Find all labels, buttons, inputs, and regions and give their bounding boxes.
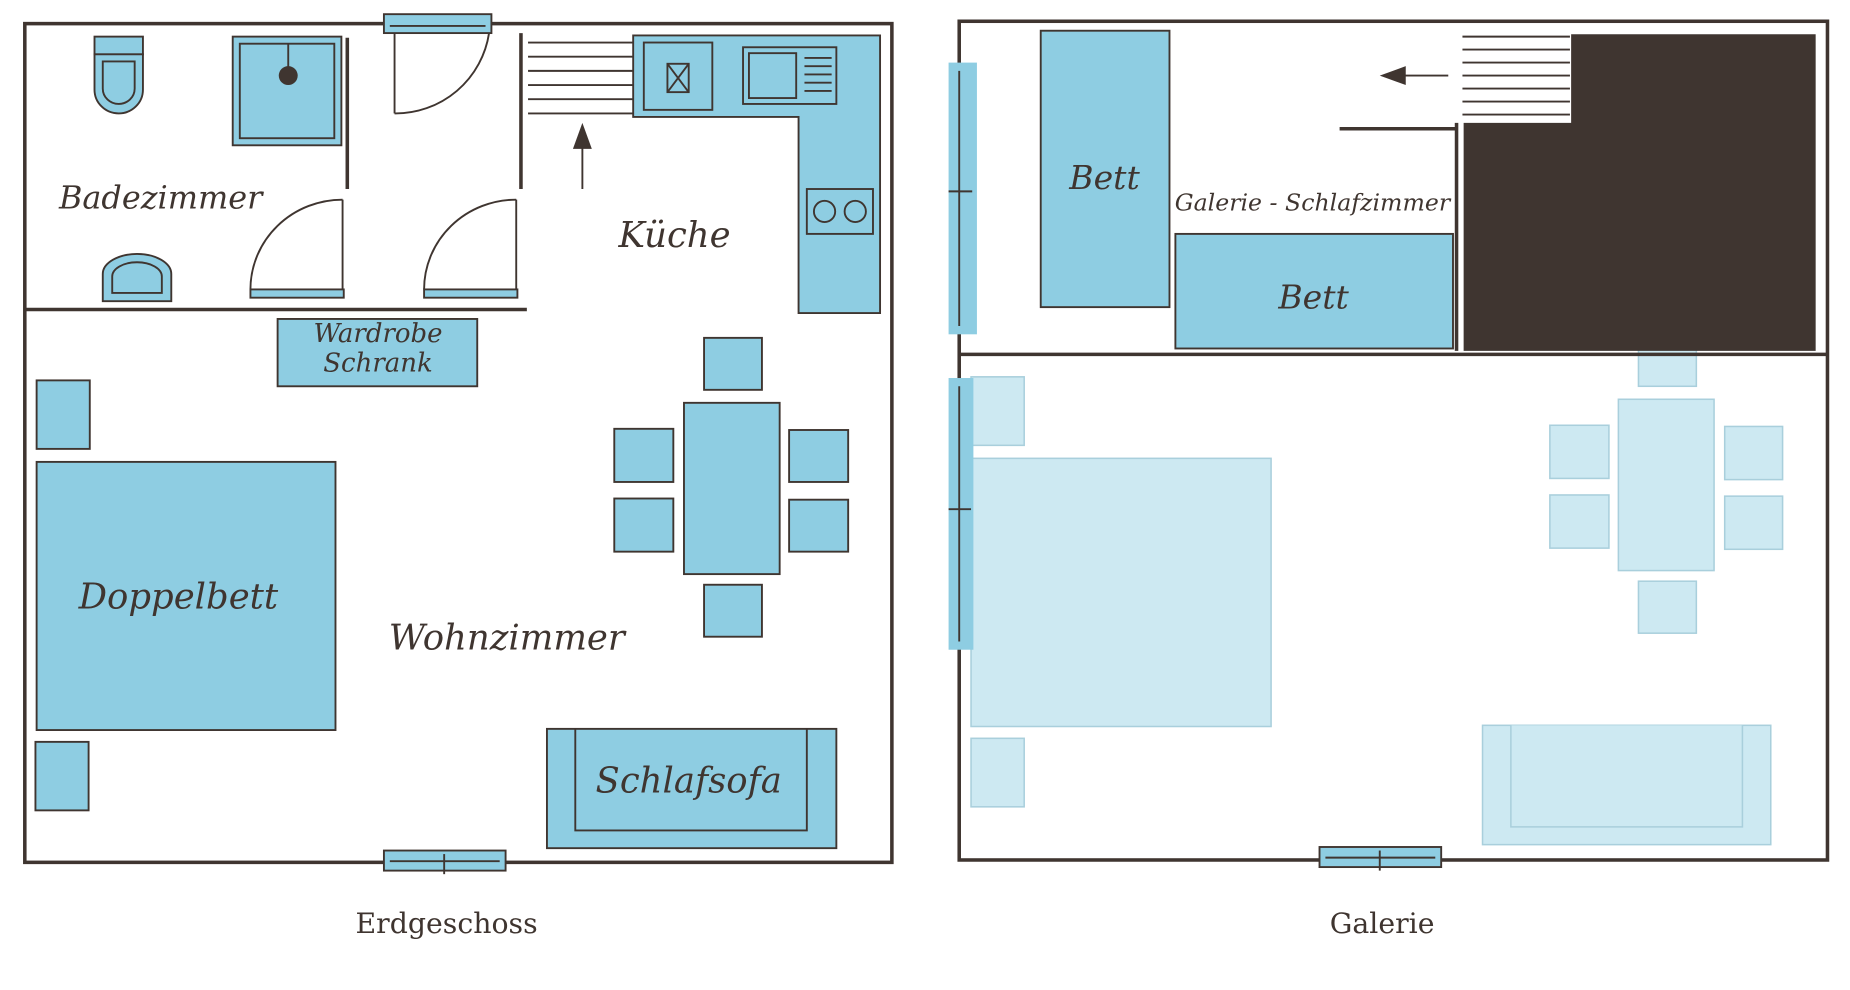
dining-chair <box>703 583 763 638</box>
left-window-bottom-icon <box>948 378 974 650</box>
bed-1 <box>1039 29 1171 309</box>
entry-door-icon <box>393 32 490 115</box>
dining-chair <box>788 498 850 553</box>
bottom-window-icon <box>1318 846 1443 871</box>
caption-galerie: Galerie <box>1329 907 1435 941</box>
dining-chair <box>613 427 675 483</box>
bed-2 <box>1174 232 1454 350</box>
sofa-bed <box>545 727 838 850</box>
caption-erdgeschoss: Erdgeschoss <box>355 907 538 941</box>
kitchen-counter <box>632 34 882 314</box>
dining-chair <box>613 497 675 553</box>
bottom-window-icon <box>382 849 507 875</box>
room-label-wohnzimmer: Wohnzimmer <box>388 617 625 660</box>
shower-icon <box>231 35 343 147</box>
top-entry-window-icon <box>382 13 493 35</box>
arrow-left-icon <box>1379 66 1449 86</box>
dining-chair <box>703 336 763 391</box>
double-bed <box>35 460 337 731</box>
left-window-top-icon <box>948 62 977 335</box>
washbasin-icon <box>101 253 173 303</box>
wardrobe-label: Wardrobe Schrank <box>313 319 443 379</box>
bed-1-label: Bett <box>1069 158 1140 198</box>
bathroom-door-icon <box>249 198 345 299</box>
erdgeschoss-plan <box>23 13 894 875</box>
toilet-icon <box>93 35 144 115</box>
bed-2-label: Bett <box>1278 277 1349 317</box>
stove-icon <box>805 188 874 235</box>
hall-door-icon <box>423 198 519 299</box>
dining-set <box>613 336 850 638</box>
sofa-bed-label: Schlafsofa <box>595 760 782 803</box>
room-label-badezimmer: Badezimmer <box>58 180 263 217</box>
wardrobe-label-line2: Schrank <box>323 348 433 379</box>
wardrobe <box>276 318 479 388</box>
stairs-icon <box>1462 35 1570 116</box>
ground-floor-ghost-layer <box>970 348 1784 846</box>
room-label-kueche: Küche <box>618 214 731 257</box>
dining-table <box>683 401 781 576</box>
wardrobe-label-line1: Wardrobe <box>313 319 443 349</box>
fridge-icon <box>642 41 714 111</box>
stairs-icon <box>528 41 634 115</box>
stair-void <box>1463 34 1816 351</box>
room-label-galerie-schlafzimmer: Galerie - Schlafzimmer <box>1174 187 1451 217</box>
double-bed-label: Doppelbett <box>78 576 279 618</box>
nightstand-bottom <box>34 740 90 812</box>
sink-icon <box>742 46 838 105</box>
arrow-up-icon <box>572 122 592 190</box>
dining-chair <box>788 429 850 483</box>
galerie-plan <box>948 19 1830 871</box>
nightstand-top <box>35 379 91 450</box>
